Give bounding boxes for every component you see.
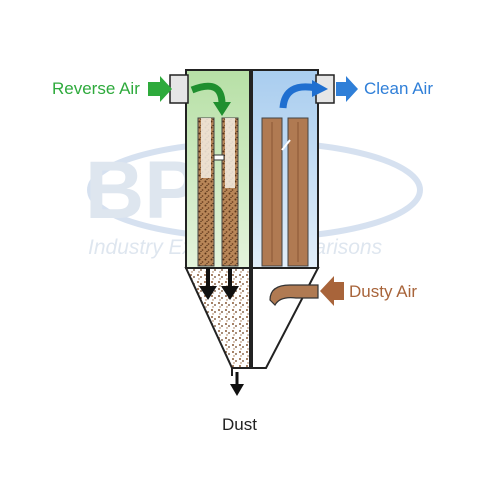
right-hopper — [251, 267, 320, 369]
clean-air-callout: Clean Air — [336, 76, 433, 102]
dust-down-arrow-icon — [230, 372, 244, 396]
reverse-air-flow-icon — [190, 82, 226, 105]
dusty-air-label: Dusty Air — [349, 282, 417, 301]
clean-air-arrow-icon — [336, 76, 358, 102]
clean-air-flow-icon — [279, 83, 317, 109]
dust-label: Dust — [222, 415, 257, 434]
dusty-air-callout: Dusty Air — [320, 276, 417, 306]
right-chamber — [251, 69, 335, 269]
left-filter-bags — [197, 117, 239, 267]
left-chamber — [169, 69, 251, 269]
clean-air-label: Clean Air — [364, 79, 433, 98]
dusty-air-arrow-icon — [320, 276, 344, 306]
left-hopper — [184, 267, 251, 376]
reverse-air-arrow-icon — [148, 76, 172, 102]
right-filter-bags — [261, 117, 309, 267]
reverse-air-label: Reverse Air — [52, 79, 140, 98]
reverse-air-callout: Reverse Air — [52, 76, 172, 102]
dust-fall-arrows — [199, 268, 239, 300]
